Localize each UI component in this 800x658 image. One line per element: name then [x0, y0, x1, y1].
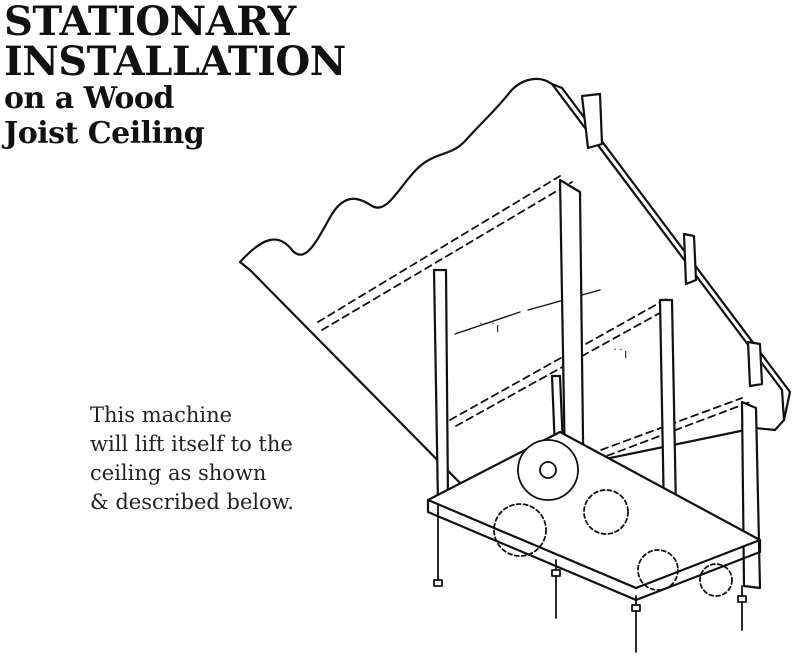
- joist-mark-2: ˙˙ı: [612, 347, 627, 361]
- caption-line-1: This machine: [90, 403, 233, 427]
- hidden-joist-lines: [317, 175, 751, 461]
- joists: [580, 92, 764, 388]
- title-line-4: Joist Ceiling: [4, 115, 205, 151]
- gear-mechanism: [493, 439, 733, 597]
- installation-caption: This machine will lift itself to the cei…: [90, 401, 294, 517]
- joist-mark-1: ˙˙˙ı: [478, 321, 499, 335]
- caption-line-2: will lift itself to the: [90, 432, 293, 456]
- page-title: STATIONARY INSTALLATION on a Wood Joist …: [4, 2, 346, 151]
- caption-line-4: & described below.: [90, 490, 294, 514]
- title-line-2: INSTALLATION: [4, 38, 346, 85]
- caption-line-3: ceiling as shown: [90, 461, 267, 485]
- mounting-bolts: [433, 503, 747, 653]
- title-line-3: on a Wood: [4, 81, 174, 116]
- ceiling-panel: [238, 77, 786, 490]
- title-line-1: STATIONARY: [4, 0, 296, 45]
- ceiling-panel-edge: [550, 82, 792, 422]
